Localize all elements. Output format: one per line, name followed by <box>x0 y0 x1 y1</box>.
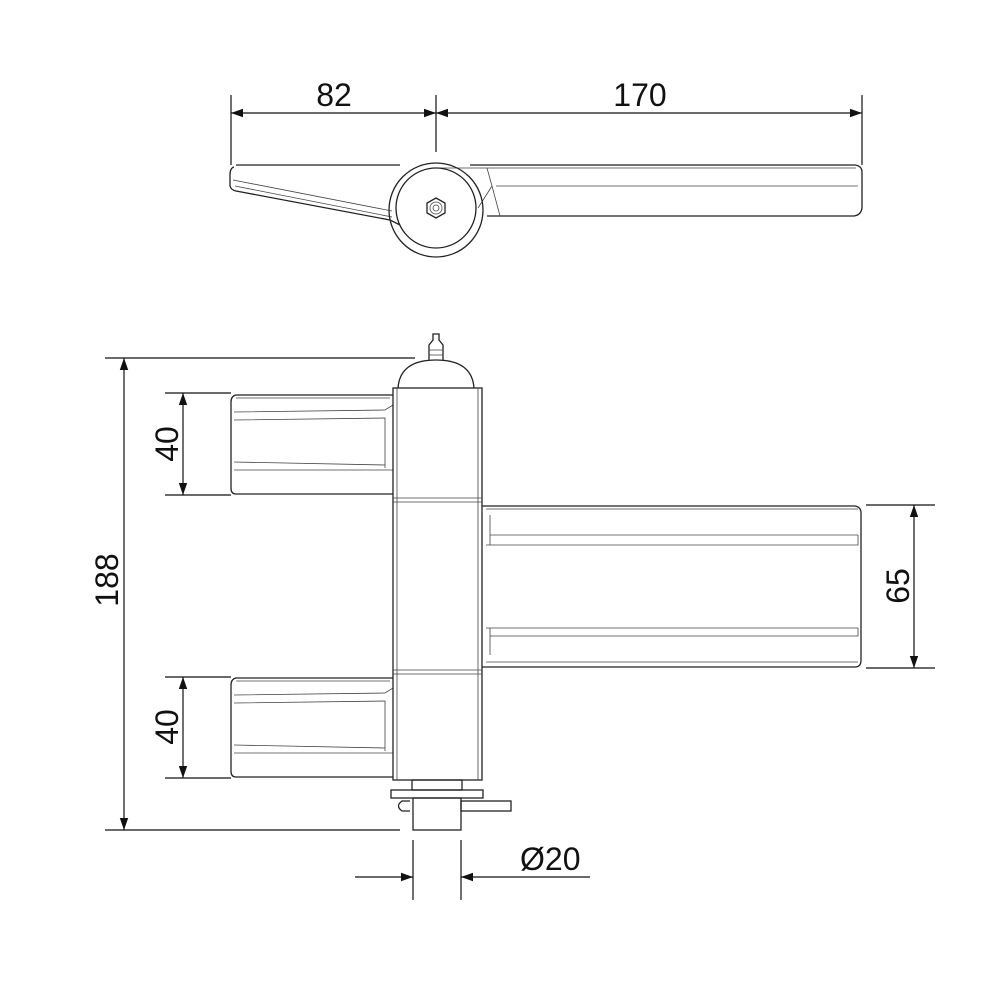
dim-label-lower-40: 40 <box>149 709 185 745</box>
dim-label-170: 170 <box>613 77 666 113</box>
right-leaf <box>482 505 862 668</box>
right-arm <box>470 164 863 217</box>
adjustment-lever <box>460 800 512 812</box>
left-arm <box>229 164 401 226</box>
upper-leaf <box>230 394 394 495</box>
grease-nipple <box>428 333 444 360</box>
top-cap <box>397 359 475 389</box>
knuckle-outer <box>388 162 484 258</box>
lower-leaf <box>230 677 394 778</box>
dim-label-65: 65 <box>880 568 916 604</box>
dim-label-upper-40: 40 <box>149 426 185 462</box>
side-view: 188 40 40 65 <box>89 333 935 900</box>
top-view: 82 170 <box>229 77 863 258</box>
dim-label-82: 82 <box>316 77 352 113</box>
grease-nipple-nut <box>426 197 446 219</box>
hinge-pin <box>390 779 512 831</box>
dim-label-diameter: Ø20 <box>520 841 580 877</box>
dim-label-188: 188 <box>89 553 125 606</box>
hinge-barrel <box>392 333 483 781</box>
